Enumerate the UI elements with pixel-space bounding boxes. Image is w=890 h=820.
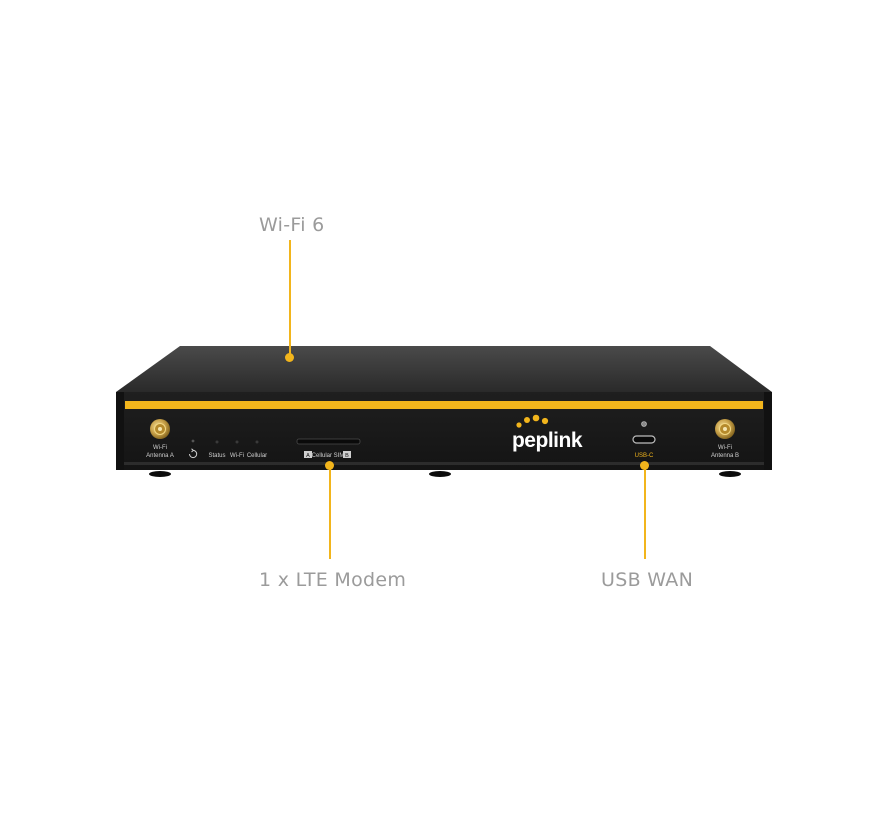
sim-b-badge [343,451,351,458]
sim-a-label: A [306,453,310,459]
sim-b-label: B [345,453,349,459]
wifi-led-icon [235,440,239,444]
status-led-icon [215,440,219,444]
lte-callout-label: 1 x LTE Modem [259,569,407,591]
wifi-leader-line [289,240,291,357]
led-label-cellular: Cellular [247,453,267,459]
peplink-logo: peplink [512,414,583,452]
antenna-a-connector-icon [150,419,170,439]
usb-leader-line [644,466,646,559]
usb-indicator-icon [641,421,647,427]
usb-c-label: USB-C [635,453,654,459]
router-top-surface [116,346,772,392]
reset-icon[interactable] [189,439,198,459]
sim-label: Cellular SIM [312,453,345,459]
brand-wordmark: peplink [512,429,583,452]
antenna-b-label-line1: Wi-Fi [718,445,732,451]
lte-leader-line [329,466,331,559]
cellular-led-icon [255,440,259,444]
lte-leader-dot [325,461,334,470]
wifi-leader-dot [285,353,294,362]
usb-c-port[interactable] [632,435,656,444]
usb-leader-dot [640,461,649,470]
sim-a-badge [304,451,312,458]
usb-callout-label: USB WAN [601,569,694,591]
wifi-callout-label: Wi-Fi 6 [259,214,325,236]
led-label-wifi: Wi-Fi [230,453,244,459]
antenna-a-label-line1: Wi-Fi [153,445,167,451]
antenna-a-label-line2: Antenna A [146,453,174,459]
led-label-status: Status [208,453,225,459]
sim-slot[interactable] [296,438,361,445]
router-foot [429,471,451,477]
antenna-b-connector-icon [715,419,735,439]
accent-stripe [125,401,763,409]
router-foot [149,471,171,477]
router-foot [719,471,741,477]
antenna-b-label-line2: Antenna B [711,453,739,459]
